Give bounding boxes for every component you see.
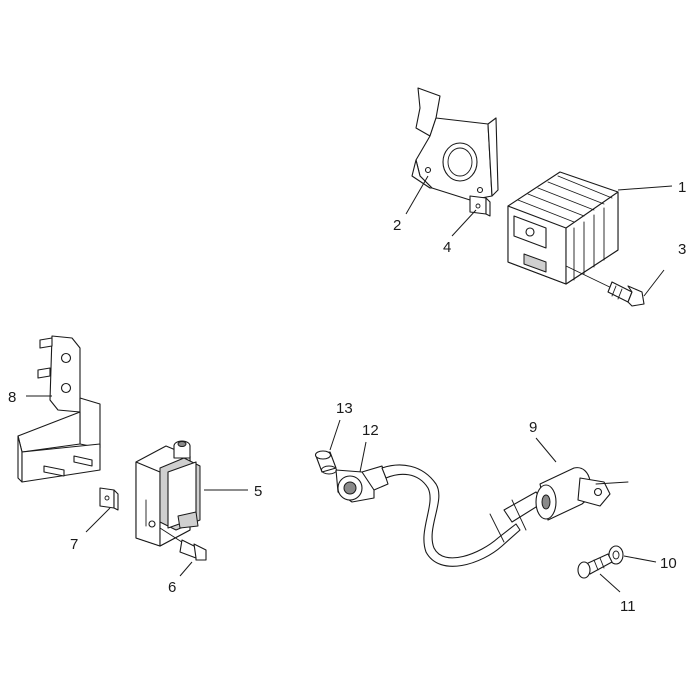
spark-plug-cap bbox=[335, 465, 389, 503]
callout-4: 4 bbox=[443, 239, 451, 256]
callout-10: 10 bbox=[660, 555, 677, 572]
bolt-coil bbox=[159, 527, 207, 561]
bolt-regulator bbox=[565, 265, 645, 307]
leader-lines bbox=[26, 175, 673, 593]
callouts: 1 2 3 4 5 6 7 8 9 10 11 12 13 bbox=[8, 179, 686, 615]
callout-8: 8 bbox=[8, 389, 16, 406]
clip-nut-upper bbox=[469, 195, 491, 217]
mounting-bracket-regulator bbox=[411, 87, 499, 201]
ignition-coil bbox=[135, 440, 201, 547]
screw bbox=[577, 553, 613, 579]
callout-5: 5 bbox=[254, 483, 262, 500]
callout-13: 13 bbox=[336, 400, 353, 417]
condenser bbox=[489, 467, 629, 543]
callout-12: 12 bbox=[362, 422, 379, 439]
callout-2: 2 bbox=[393, 217, 401, 234]
high-tension-lead bbox=[381, 464, 521, 567]
callout-1: 1 bbox=[678, 179, 686, 196]
mounting-bracket-coil bbox=[17, 335, 101, 483]
callout-9: 9 bbox=[529, 419, 537, 436]
callout-11: 11 bbox=[620, 598, 636, 615]
callout-3: 3 bbox=[678, 241, 686, 258]
collar bbox=[314, 450, 337, 475]
clip-nut-lower bbox=[99, 487, 119, 511]
callout-7: 7 bbox=[70, 536, 78, 553]
voltage-regulator bbox=[507, 171, 619, 285]
callout-6: 6 bbox=[168, 579, 176, 596]
